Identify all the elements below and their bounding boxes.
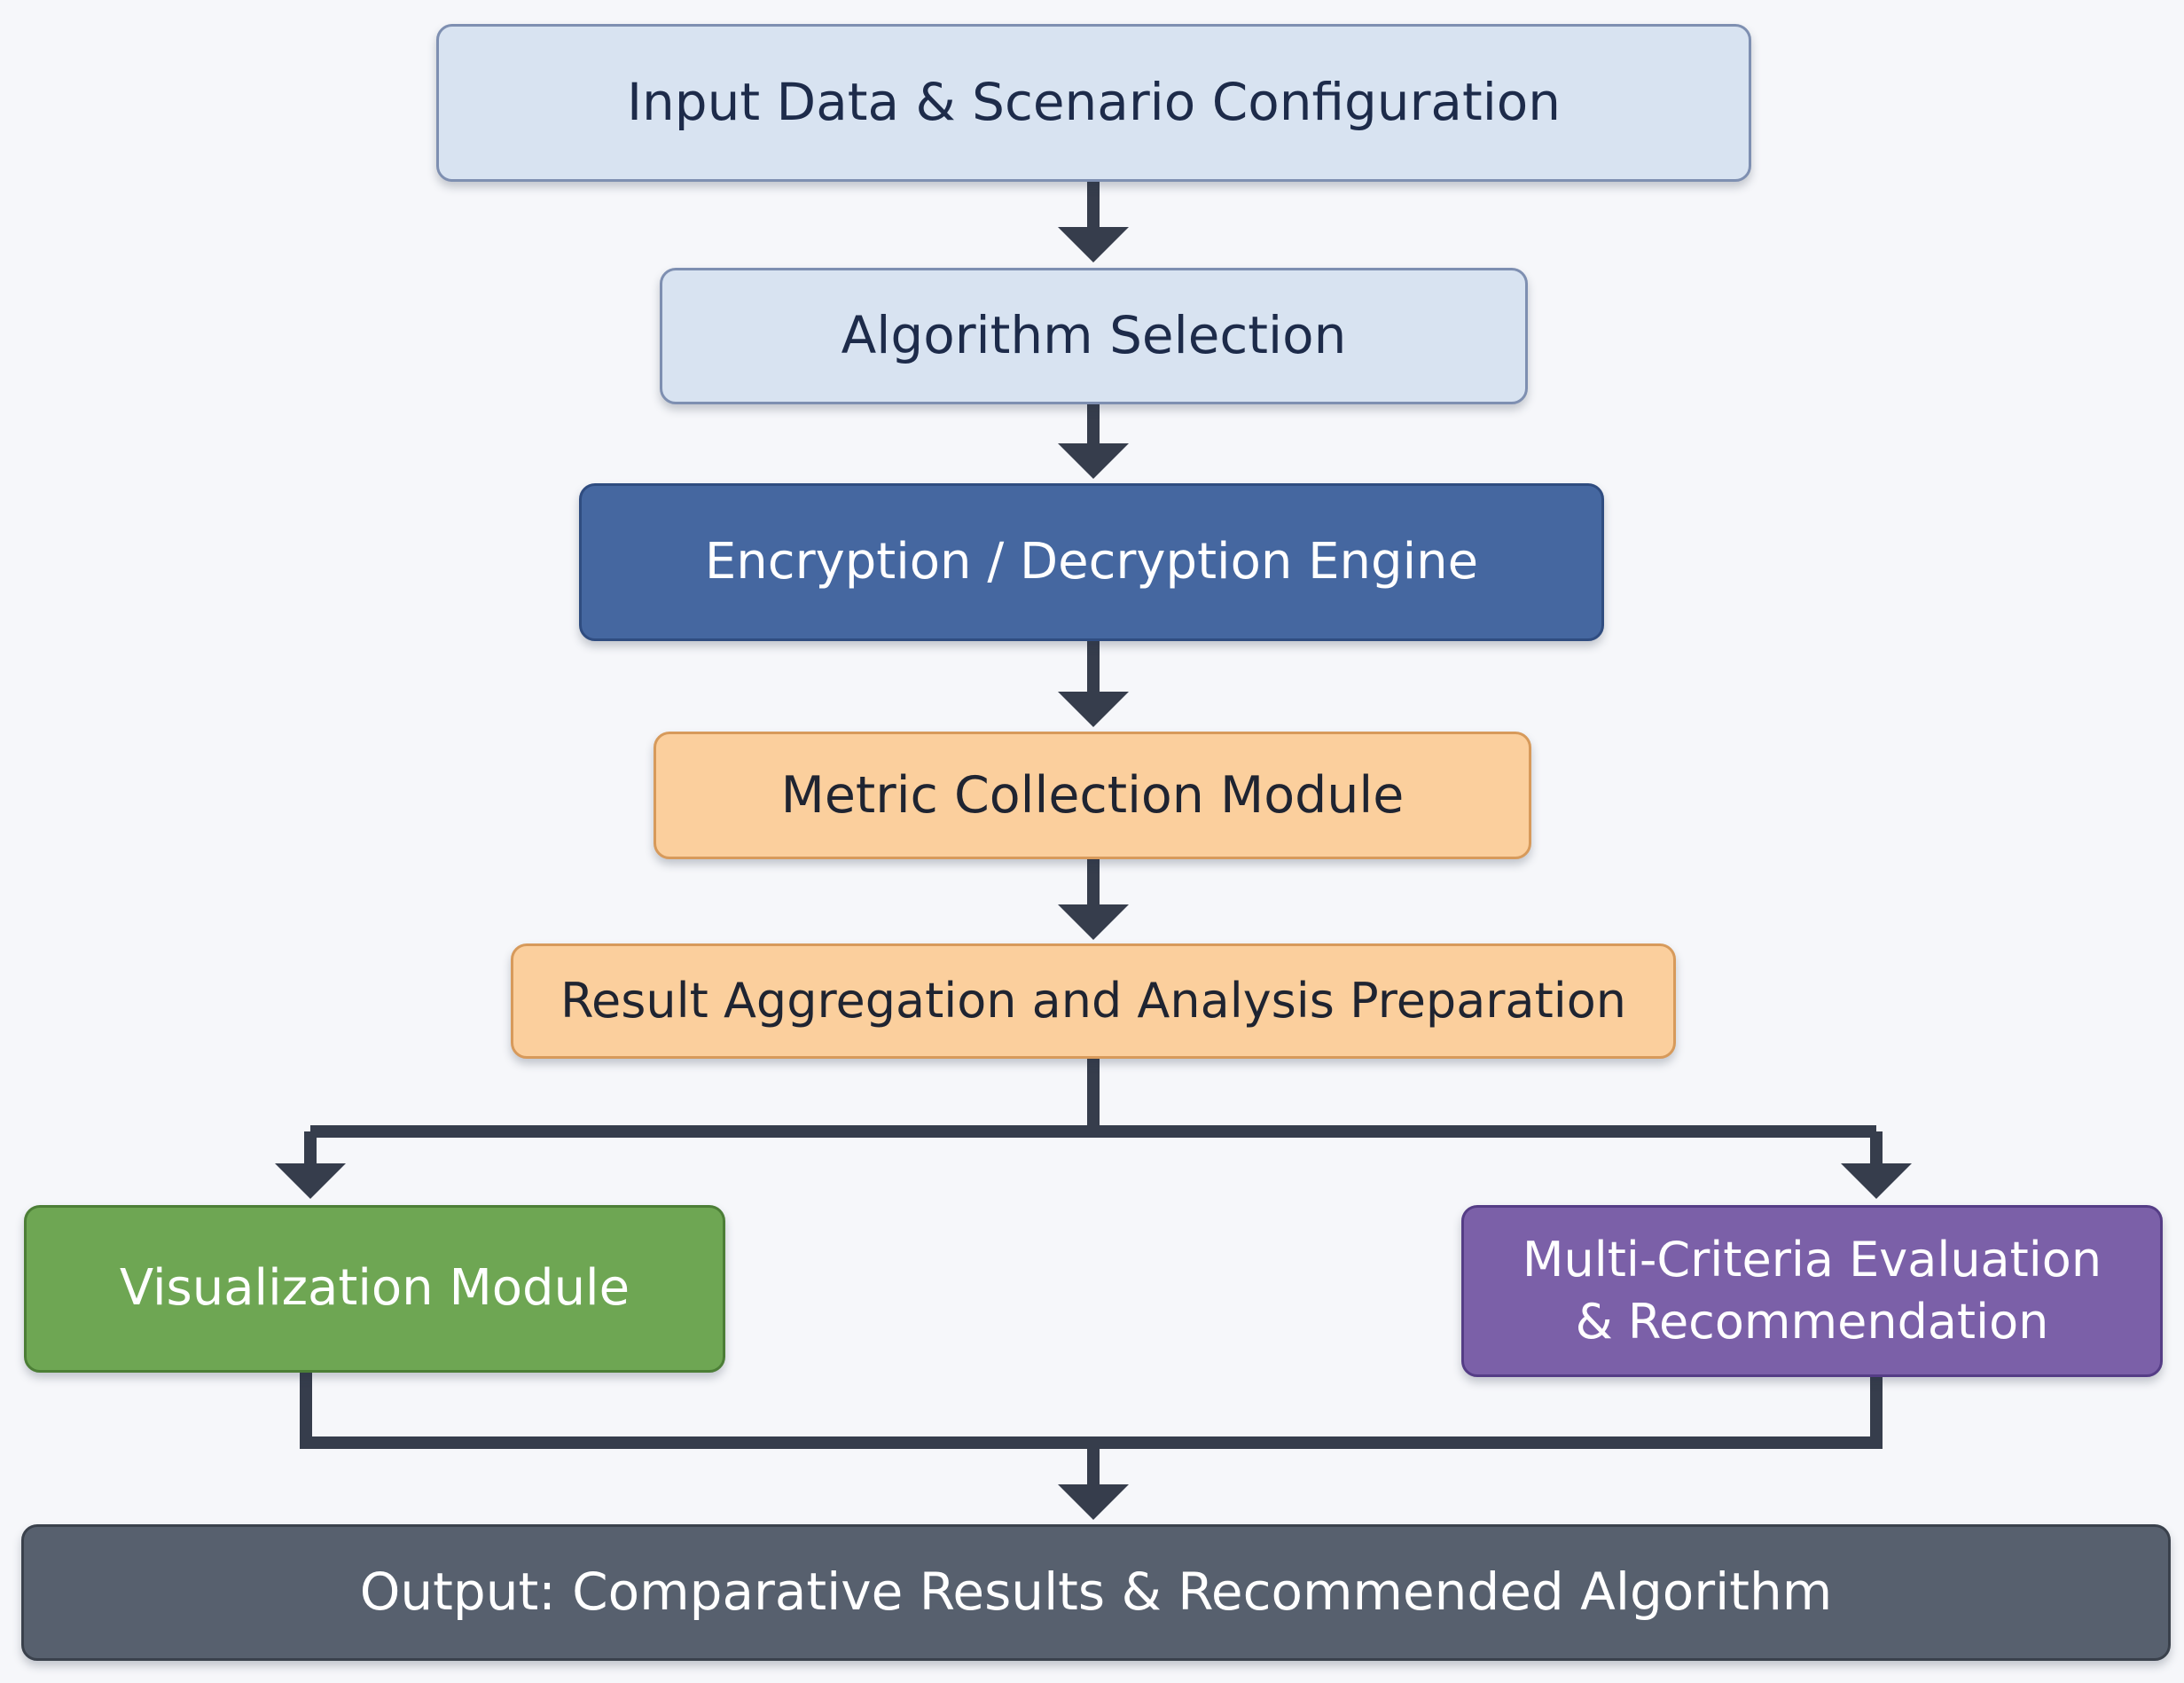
metric-collection-node: Metric Collection Module xyxy=(654,732,1531,859)
visualization-label: Visualization Module xyxy=(119,1259,630,1318)
arrowhead-result xyxy=(1058,904,1129,940)
arrowhead-output xyxy=(1058,1484,1129,1520)
arrowhead-mce xyxy=(1841,1163,1912,1199)
input-data-node: Input Data & Scenario Configuration xyxy=(436,24,1751,182)
arrowhead-engine xyxy=(1058,443,1129,479)
arrowhead-algorithm xyxy=(1058,227,1129,262)
encryption-engine-label: Encryption / Decryption Engine xyxy=(704,532,1479,591)
algorithm-selection-label: Algorithm Selection xyxy=(841,305,1347,366)
multi-criteria-evaluation-node: Multi-Criteria Evaluation & Recommendati… xyxy=(1461,1205,2163,1377)
result-aggregation-label: Result Aggregation and Analysis Preparat… xyxy=(560,972,1627,1029)
mce-label-group: Multi-Criteria Evaluation & Recommendati… xyxy=(1523,1229,2102,1353)
arrowhead-metric xyxy=(1058,692,1129,727)
mce-label-line2: & Recommendation xyxy=(1575,1294,2049,1350)
result-aggregation-node: Result Aggregation and Analysis Preparat… xyxy=(511,943,1676,1059)
arrowhead-visualization xyxy=(275,1163,346,1199)
metric-collection-label: Metric Collection Module xyxy=(780,765,1405,825)
merge-line xyxy=(300,1373,1883,1449)
algorithm-selection-node: Algorithm Selection xyxy=(660,268,1528,404)
output-node: Output: Comparative Results & Recommende… xyxy=(21,1524,2171,1661)
mce-label-line1: Multi-Criteria Evaluation xyxy=(1522,1231,2102,1288)
visualization-node: Visualization Module xyxy=(24,1205,725,1373)
input-data-label: Input Data & Scenario Configuration xyxy=(626,72,1562,133)
encryption-engine-node: Encryption / Decryption Engine xyxy=(579,483,1604,641)
output-label: Output: Comparative Results & Recommende… xyxy=(359,1562,1833,1623)
